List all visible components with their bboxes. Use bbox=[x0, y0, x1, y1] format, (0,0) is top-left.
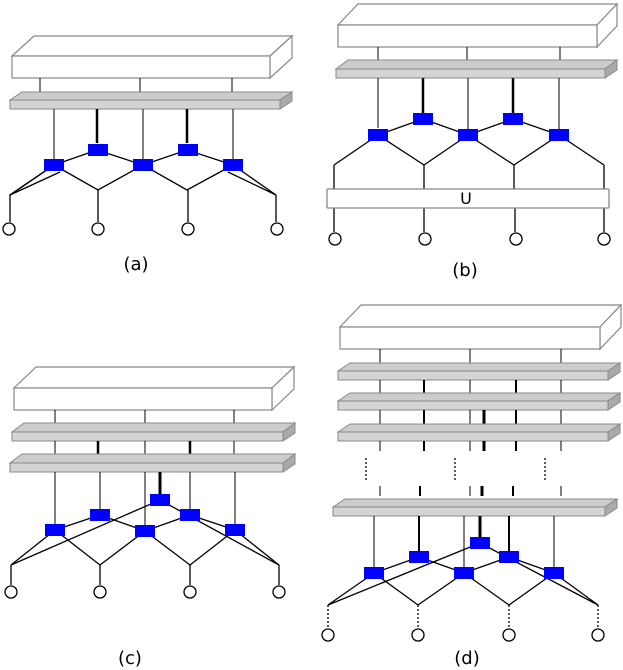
terminal-circle bbox=[321, 628, 335, 642]
grey-slab-2 bbox=[8, 453, 297, 473]
node-connectors bbox=[373, 516, 555, 567]
node bbox=[549, 129, 569, 141]
blue-nodes bbox=[368, 113, 569, 141]
node bbox=[499, 551, 519, 563]
terminals bbox=[321, 628, 605, 642]
node bbox=[133, 159, 153, 171]
lower-edges bbox=[327, 542, 599, 628]
blue-nodes bbox=[45, 494, 245, 537]
panel-c: (c) bbox=[4, 365, 297, 669]
top-box bbox=[12, 365, 296, 412]
node bbox=[409, 551, 429, 563]
caption-d: (d) bbox=[454, 648, 479, 669]
blue-nodes bbox=[44, 144, 243, 171]
terminal-circle bbox=[597, 232, 611, 246]
box-connectors bbox=[39, 78, 233, 92]
grey-slab-1 bbox=[336, 362, 622, 381]
node bbox=[178, 144, 198, 156]
terminal-circle bbox=[93, 585, 107, 599]
grey-slab-2 bbox=[336, 392, 622, 411]
node bbox=[90, 509, 110, 521]
top-box bbox=[10, 34, 294, 80]
terminal-circle bbox=[509, 232, 523, 246]
terminal-circle bbox=[183, 585, 197, 599]
grey-slab bbox=[8, 91, 294, 110]
node bbox=[368, 129, 388, 141]
grey-slab bbox=[334, 59, 619, 79]
node bbox=[413, 113, 433, 125]
node bbox=[88, 144, 108, 156]
slab-connectors-1 bbox=[379, 380, 562, 394]
slab-connectors bbox=[54, 441, 235, 455]
node bbox=[45, 524, 65, 536]
terminal-circle bbox=[2, 222, 16, 236]
terminal-circle bbox=[411, 628, 425, 642]
grey-slab-4 bbox=[331, 498, 619, 517]
terminal-circle bbox=[270, 222, 284, 236]
node bbox=[470, 537, 490, 549]
terminals bbox=[4, 585, 286, 599]
node-connectors bbox=[53, 109, 234, 159]
node bbox=[454, 567, 474, 579]
terminal-circle bbox=[591, 628, 605, 642]
terminal-circle bbox=[91, 222, 105, 236]
u-box: U bbox=[326, 188, 610, 209]
ellipsis-connectors bbox=[365, 441, 562, 496]
terminal-circle bbox=[181, 222, 195, 236]
grey-slab-3 bbox=[336, 423, 622, 442]
node bbox=[223, 159, 243, 171]
terminal-circle bbox=[418, 232, 432, 246]
node bbox=[225, 524, 245, 536]
node-connectors bbox=[54, 472, 236, 525]
blue-nodes bbox=[364, 537, 564, 579]
box-connectors bbox=[54, 410, 235, 424]
node bbox=[180, 509, 200, 521]
slab-connectors-2 bbox=[379, 410, 562, 424]
caption-b: (b) bbox=[452, 260, 477, 281]
grey-slab-1 bbox=[10, 422, 297, 442]
terminal-circle bbox=[502, 628, 516, 642]
panel-b: U (b) bbox=[326, 2, 619, 281]
node bbox=[135, 525, 155, 537]
terminal-circle bbox=[272, 585, 286, 599]
node bbox=[44, 159, 64, 171]
caption-a: (a) bbox=[123, 254, 148, 275]
node bbox=[150, 494, 170, 506]
terminals bbox=[2, 222, 284, 236]
panel-d: (d) bbox=[321, 303, 623, 669]
terminals bbox=[328, 232, 611, 246]
terminal-circle bbox=[4, 585, 18, 599]
box-connectors bbox=[377, 47, 561, 61]
terminal-circle bbox=[328, 232, 342, 246]
node bbox=[544, 567, 564, 579]
top-box bbox=[336, 2, 619, 49]
node-connectors bbox=[377, 78, 560, 129]
top-box bbox=[338, 303, 623, 351]
box-connectors bbox=[379, 349, 562, 363]
node bbox=[503, 113, 523, 125]
node bbox=[458, 129, 478, 141]
caption-c: (c) bbox=[118, 648, 142, 669]
u-label: U bbox=[460, 189, 472, 208]
panel-a: (a) bbox=[2, 34, 294, 275]
node bbox=[364, 567, 384, 579]
